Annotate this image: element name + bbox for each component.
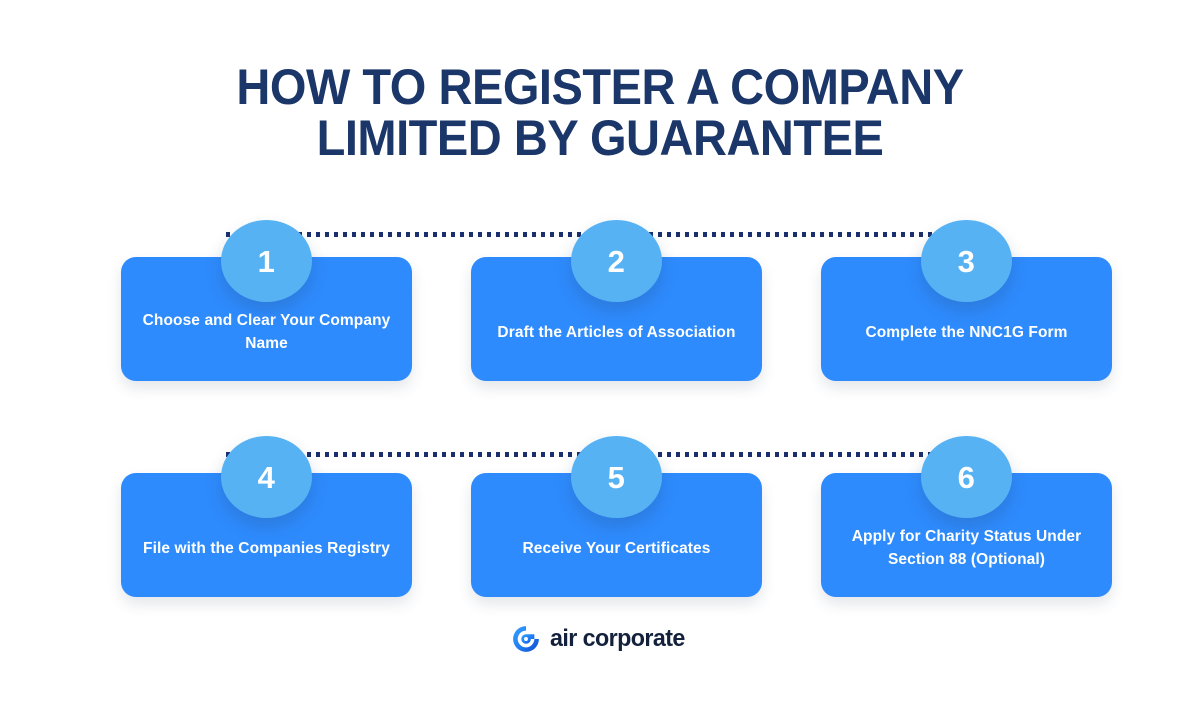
- air-corporate-swirl-icon: [513, 626, 539, 652]
- step-number: 1: [257, 243, 276, 279]
- step-number-badge-6: 6: [921, 436, 1012, 518]
- step-card-label: Draft the Articles of Association: [497, 323, 736, 341]
- step-card-label: Receive Your Certificates: [522, 539, 711, 557]
- step-card-label: File with the Companies Registry: [143, 539, 390, 557]
- step-number: 6: [957, 459, 976, 495]
- step-number-badge-5: 5: [571, 436, 662, 518]
- step-card-label: Complete the NNC1G Form: [865, 323, 1068, 341]
- page-title: HOW TO REGISTER A COMPANY LIMITED BY GUA…: [0, 62, 1200, 164]
- page-title-line-1: HOW TO REGISTER A COMPANY: [236, 59, 964, 115]
- step-number-badge-4: 4: [221, 436, 312, 518]
- step-number: 5: [607, 459, 626, 495]
- step-number-badge-1: 1: [221, 220, 312, 302]
- step-card-label: Apply for Charity Status Under Section 8…: [851, 528, 1082, 568]
- step-number: 3: [957, 243, 976, 279]
- step-number: 2: [607, 243, 626, 279]
- brand-logo: air corporate: [0, 624, 1200, 654]
- step-number-badge-3: 3: [921, 220, 1012, 302]
- page-title-line-2: LIMITED BY GUARANTEE: [316, 110, 884, 166]
- brand-logo-text: air corporate: [550, 625, 685, 652]
- step-number-badge-2: 2: [571, 220, 662, 302]
- step-card-label: Choose and Clear Your Company Name: [142, 312, 391, 352]
- step-number: 4: [257, 459, 276, 495]
